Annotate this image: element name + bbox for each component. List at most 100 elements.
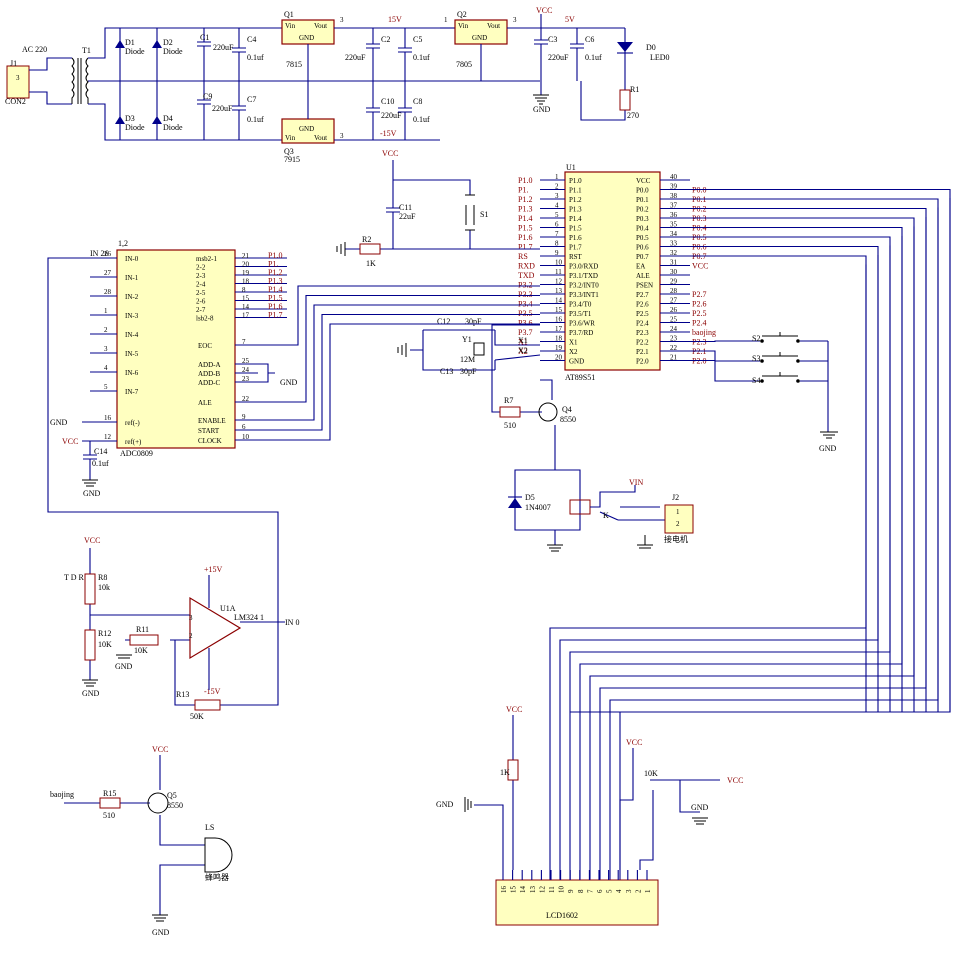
r11-val: 10K — [134, 646, 148, 655]
diode-d2 — [152, 40, 162, 48]
d3-val: Diode — [125, 123, 145, 132]
c3-val: 220uF — [548, 53, 569, 62]
mcu-pins: P1.01P1.0P1.12P1.P1.23P1.2P1.34P1.3P1.45… — [518, 173, 951, 880]
c13-ref: C13 — [440, 367, 453, 376]
r8-ref: R8 — [98, 573, 107, 582]
mcu-left-pin-name: P1.6 — [569, 234, 582, 242]
sensor-gnd — [82, 654, 132, 687]
pot-val: 10K — [644, 769, 658, 778]
q3-pin3: 3 — [340, 132, 344, 140]
crystal-section: C12 30pF C13 30pF Y1 12M X1 X2 — [397, 317, 541, 376]
d1-ref: D1 — [125, 38, 135, 47]
mcu-left-net: RXD — [518, 262, 535, 271]
lcd-pin-num: 1 — [644, 889, 652, 893]
adc-left-pin-name: IN-7 — [125, 388, 139, 396]
reset-vcc: VCC — [382, 149, 398, 158]
mcu-left-pin-name: P3.3/INT1 — [569, 291, 599, 299]
d5-diode — [508, 498, 522, 508]
adc-ctrl-pin-name: ALE — [198, 399, 212, 407]
lcd-gnd-label: GND — [436, 800, 454, 809]
adc-left-pin-name: IN-3 — [125, 312, 139, 320]
adc-right-net: P1.4 — [268, 285, 282, 294]
j2-ref: J2 — [672, 493, 679, 502]
adc-right-net: P1.2 — [268, 268, 282, 277]
c14-cap — [83, 441, 97, 480]
mcu-left-net: P3.3 — [518, 290, 532, 299]
q4-transistor — [538, 402, 558, 422]
mcu-left-pin-name: P1.7 — [569, 244, 582, 252]
mcu-left-pin-num: 1 — [555, 173, 559, 181]
lcd-pin-num: 13 — [529, 886, 537, 894]
d4-val: Diode — [163, 123, 183, 132]
mcu-right-pin-num: 31 — [670, 259, 678, 267]
mcu-left-pin-num: 3 — [555, 192, 559, 200]
mcu-right-net: VCC — [692, 262, 708, 271]
adc-ctrl-wire — [258, 304, 540, 421]
lcd-backlight-resistor — [507, 759, 519, 781]
c4-ref: C4 — [247, 35, 256, 44]
j1-pin: 3 — [16, 74, 20, 82]
switch-contact — [760, 359, 764, 363]
c2-val: 220uF — [345, 53, 366, 62]
q3-vout: Vout — [314, 134, 327, 142]
u1a-ref: U1A — [220, 604, 236, 613]
r12-ref: R12 — [98, 629, 111, 638]
mcu-left-net: RS — [518, 252, 528, 261]
c12-ref: C12 — [437, 317, 450, 326]
q3-part: 7915 — [284, 155, 300, 164]
mcu-left-pin-num: 13 — [555, 287, 563, 295]
adc-ref-pin-num: 12 — [104, 433, 112, 441]
adc-right-pin-name: 2-5 — [196, 289, 206, 297]
switch-line — [690, 340, 828, 343]
adc-left-pin-name: IN-0 — [125, 255, 139, 263]
speaker-icon — [204, 837, 233, 873]
switch-button — [762, 352, 798, 357]
d0-ref: D0 — [646, 43, 656, 52]
mcu-part: AT89S51 — [565, 373, 595, 382]
adc-ctrl-wire — [258, 313, 540, 431]
buzzer-wires — [64, 755, 210, 915]
q1-vout: Vout — [314, 22, 327, 30]
q3-gnd: GND — [299, 125, 314, 133]
lcd-data-wire — [549, 264, 867, 880]
adc-ctrl-pin-num: 7 — [242, 338, 246, 346]
mcu-left-pin-num: 18 — [555, 335, 563, 343]
mcu-left-net: P1.7 — [518, 243, 532, 252]
diode-d3 — [115, 116, 125, 124]
q2-part: 7805 — [456, 60, 472, 69]
r15-ref: R15 — [103, 789, 116, 798]
lcd-module — [495, 879, 659, 926]
j2-pin1: 1 — [676, 508, 680, 516]
q2-wires — [480, 27, 625, 81]
mcu-left-pin-num: 2 — [555, 183, 559, 191]
adc-right-net: P1.0 — [268, 251, 282, 260]
mcu-right-pin-num: 35 — [670, 221, 678, 229]
mcu-right-pin-num: 24 — [670, 325, 678, 333]
lcd-pin-num: 9 — [567, 889, 575, 893]
adc-section: 1,2 ADC0809 IN 26 IN-026IN-127IN-228IN-3… — [47, 239, 540, 622]
reset-gnd — [336, 242, 346, 256]
mcu-right-pin-name: P0.4 — [636, 225, 649, 233]
q2-pin3: 3 — [513, 16, 517, 24]
c14-ref: C14 — [94, 447, 107, 456]
vin-net: VIN — [629, 478, 643, 487]
diode-d4 — [152, 116, 162, 124]
adc-ref-pin-num: 16 — [104, 414, 112, 422]
mcu-right-pin-name: P2.7 — [636, 291, 649, 299]
adc-ctrl-pin-name: ENABLE — [198, 417, 226, 425]
adc-right-pin-name: 2-7 — [196, 306, 206, 314]
adc-right-pin-num: 20 — [242, 261, 250, 269]
c9-val: 220uF — [212, 104, 233, 113]
q5-ref: Q5 — [167, 791, 177, 800]
mcu-left-pin-num: 9 — [555, 249, 559, 257]
mcu-ref: U1 — [566, 163, 576, 172]
sensor-vcc: VCC — [84, 536, 100, 545]
mcu-left-pin-name: P1.2 — [569, 196, 582, 204]
q2-gnd: GND — [472, 34, 487, 42]
mcu-left-pin-num: 19 — [555, 344, 563, 352]
mcu-left-pin-num: 8 — [555, 240, 559, 248]
adc-ctrl-wire — [258, 294, 540, 403]
